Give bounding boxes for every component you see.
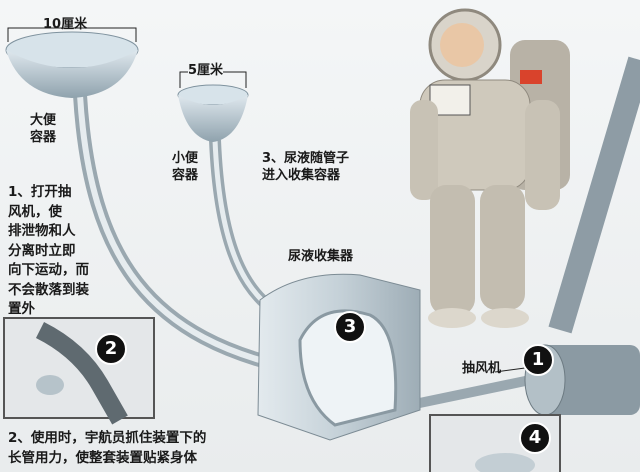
step2-text: 2、使用时，宇航员抓住装置下的 长管用力，使整套装置贴紧身体 xyxy=(8,430,207,466)
marker-1: 1 xyxy=(522,344,554,376)
astronaut-illustration xyxy=(410,8,570,328)
large-tube-highlight xyxy=(77,94,301,373)
fan-label: 抽风机 xyxy=(462,361,502,376)
large-bowl xyxy=(6,50,138,98)
marker-4: 4 xyxy=(519,422,551,454)
marker-2: 2 xyxy=(95,333,127,365)
step1-text: 1、打开抽 风机，使 排泄物和人 分离时立即 向下运动，而 不会散落到装 置外 xyxy=(8,184,89,317)
small-container-label: 小便 容器 xyxy=(172,151,199,183)
support-pole xyxy=(548,56,640,334)
large-container-label: 大便 容器 xyxy=(30,113,57,145)
fan xyxy=(540,345,640,415)
collector-opening xyxy=(298,309,398,427)
dimension-line-large xyxy=(7,27,137,42)
fan-tube xyxy=(408,375,532,410)
marker-3: 3 xyxy=(334,311,366,343)
urine-collector-label: 尿液收集器 xyxy=(288,249,354,264)
step3-label: 3、尿液随管子 进入收集容器 xyxy=(262,151,350,183)
dimension-large: 10厘米 xyxy=(43,17,88,32)
dimension-small: 5厘米 xyxy=(188,62,224,79)
small-bowl xyxy=(178,95,248,142)
